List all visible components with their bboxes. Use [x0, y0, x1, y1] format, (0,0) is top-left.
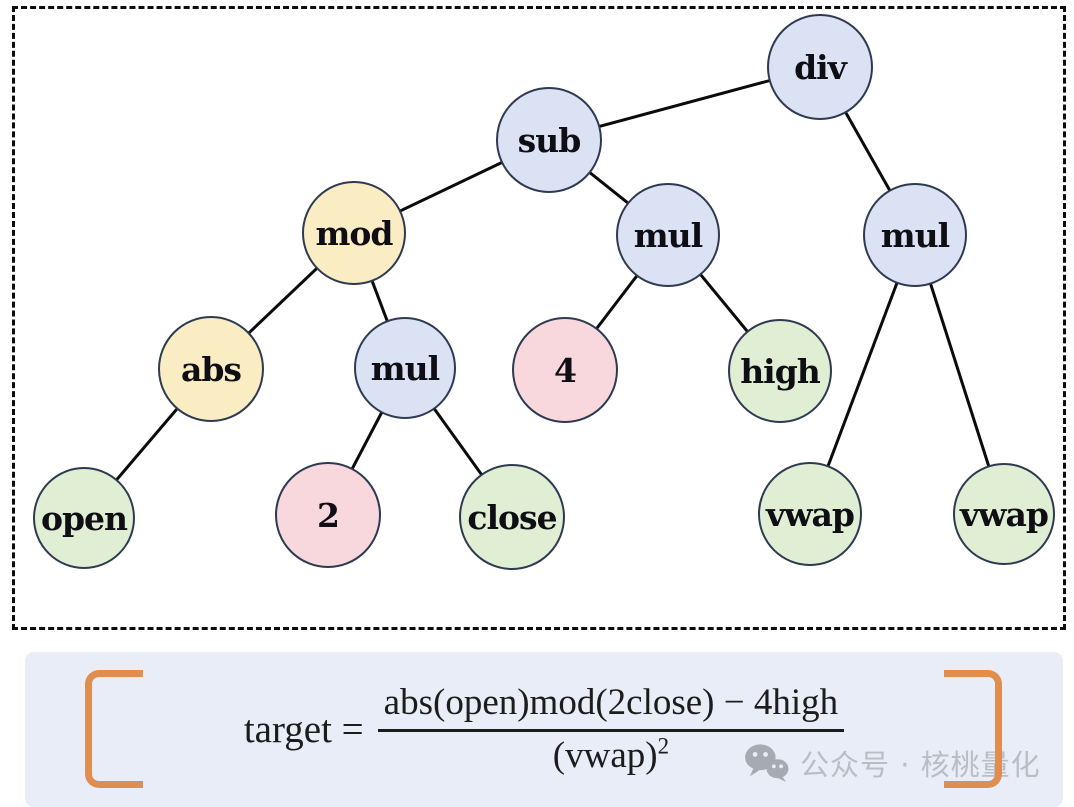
watermark-text: 公众号 · 核桃量化: [800, 748, 1041, 782]
tree-node-mul_left: mul: [354, 317, 456, 419]
tree-node-four: 4: [512, 317, 618, 423]
left-bracket: [85, 670, 143, 788]
tree-node-high: high: [728, 319, 832, 423]
formula-denominator-exponent: 2: [657, 734, 670, 760]
tree-node-div: div: [767, 14, 873, 120]
formula-denominator-base: (vwap): [552, 735, 658, 777]
tree-node-mod: mod: [302, 181, 406, 285]
right-bracket: [944, 670, 1002, 788]
formula-equation: target = abs(open)mod(2close) − 4high (v…: [25, 652, 1063, 807]
tree-node-vwap_left: vwap: [758, 462, 862, 566]
tree-node-close: close: [459, 464, 565, 570]
tree-node-vwap_right: vwap: [953, 463, 1055, 565]
tree-node-mul_mid: mul: [616, 183, 720, 287]
tree-node-abs: abs: [158, 316, 264, 422]
tree-node-two: 2: [275, 462, 381, 568]
tree-node-mul_right: mul: [863, 183, 967, 287]
tree-node-sub: sub: [496, 87, 602, 193]
formula-lhs: target =: [243, 708, 364, 751]
formula-denominator: (vwap)2: [553, 732, 669, 777]
formula-fraction: abs(open)mod(2close) − 4high (vwap)2: [377, 682, 845, 777]
wechat-icon: [745, 744, 789, 783]
tree-node-open: open: [33, 467, 135, 569]
formula-numerator: abs(open)mod(2close) − 4high: [377, 682, 845, 733]
